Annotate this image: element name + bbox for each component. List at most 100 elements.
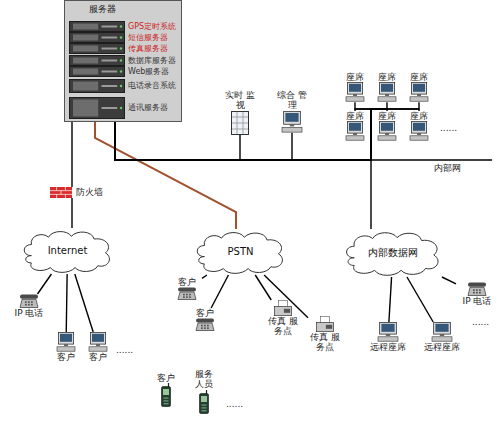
keyboard — [282, 127, 302, 132]
rack-unit: GPS定时系统 — [69, 21, 181, 32]
firewall-brick — [50, 187, 72, 198]
unit-slot — [101, 60, 117, 62]
brick-joint — [65, 194, 66, 198]
phone-key — [189, 294, 191, 296]
device-icon — [69, 43, 125, 54]
keyboard — [378, 136, 396, 140]
device-icon — [161, 383, 171, 407]
node-label: Internet — [48, 245, 88, 257]
node-label: 服务 人员 — [190, 369, 218, 390]
phone-body — [178, 292, 196, 300]
node-label: 服务器 — [65, 1, 181, 14]
network-link — [115, 122, 371, 229]
phone-key — [473, 289, 475, 291]
unit-slot — [101, 85, 117, 87]
network-cloud: Internet — [20, 228, 115, 274]
network-link — [95, 122, 236, 229]
monitor-stand — [385, 133, 389, 135]
node-label: 客户 — [178, 277, 196, 287]
client-phone: 客户 — [190, 308, 220, 331]
device-icon — [19, 294, 39, 308]
client-pc: 客户 — [84, 332, 112, 362]
network-link — [407, 277, 433, 322]
network-link — [71, 122, 72, 187]
keyboard — [410, 97, 428, 101]
ellipsis-mark: ...... — [226, 400, 243, 409]
rack-unit: 通讯服务器 — [69, 97, 181, 119]
ellipsis-mark: ...... — [440, 124, 457, 133]
network-link — [115, 102, 419, 160]
cloud-outline — [197, 233, 282, 274]
monitor-case — [434, 323, 451, 335]
mobile-key — [164, 398, 169, 399]
phone-key — [207, 325, 209, 327]
cloud-outline — [24, 232, 109, 273]
node-label: PSTN — [228, 246, 254, 258]
unit-slot — [101, 26, 117, 28]
keyboard — [410, 136, 428, 140]
node-label: 客户 — [157, 373, 175, 383]
monitor-case — [58, 333, 73, 345]
unit-chassis — [70, 80, 125, 93]
monitor-screen — [413, 84, 425, 92]
node-label: 传真 服务点 — [266, 316, 300, 337]
fax-point: 传真 服务点 — [266, 300, 300, 337]
agent-seat: 座席 — [406, 111, 432, 141]
agent-seat: 座席 — [374, 111, 400, 141]
monitor-screen — [413, 123, 425, 131]
phone-key — [204, 325, 206, 327]
rack-unit: 电话录音系统 — [69, 79, 181, 93]
node-label: 客户 — [57, 352, 75, 362]
phone-key — [31, 304, 33, 306]
monitor-screen — [60, 334, 72, 342]
node-label: 实时 监视 — [222, 90, 258, 111]
device-icon — [69, 97, 125, 119]
panel-grid — [232, 128, 248, 129]
device-icon — [431, 322, 453, 342]
keyboard — [346, 136, 364, 140]
monitor-case — [411, 122, 426, 134]
unit-bay — [73, 35, 98, 41]
unit-bay — [73, 82, 98, 91]
unit-chassis — [70, 56, 125, 66]
unit-bay — [73, 100, 98, 117]
brick-joint — [61, 191, 62, 195]
unit-slot — [101, 48, 117, 50]
monitor-stand — [417, 133, 421, 135]
monitor-case — [380, 323, 397, 335]
fax-panel — [284, 309, 290, 313]
panel-grid — [232, 116, 248, 117]
network-link — [115, 122, 292, 160]
device-icon — [56, 332, 76, 352]
ip-phone: IP 电话 — [8, 294, 50, 318]
unit-bay — [73, 58, 98, 64]
device-icon — [177, 287, 197, 300]
server-rack: 服务器GPS定时系统短信服务器传真服务器数据库服务器Web服务器电话录音系统通讯… — [64, 0, 182, 122]
monitor-screen — [381, 324, 394, 332]
unit-led — [120, 36, 122, 38]
panel-grid — [243, 112, 244, 134]
unit-chassis — [70, 44, 125, 54]
phone-key — [479, 289, 481, 291]
node-label: 通讯服务器 — [128, 103, 168, 112]
phone-key — [204, 328, 206, 330]
device-icon — [50, 187, 72, 198]
monitor-stand — [353, 94, 357, 96]
mobile-screen — [201, 396, 207, 402]
unit-led — [120, 47, 122, 49]
monitor-screen — [381, 123, 393, 131]
node-label: IP 电话 — [15, 308, 44, 318]
node-label: 传真 服务点 — [308, 332, 342, 353]
phone-handset — [196, 319, 214, 323]
brick-joint — [56, 187, 57, 191]
monitor-stand — [385, 94, 389, 96]
monitor-stand — [386, 334, 390, 336]
phone-key — [183, 294, 185, 296]
network-cloud: 内部数据网 — [342, 229, 444, 277]
device-icon — [231, 111, 249, 135]
node-label: Web服务器 — [128, 67, 169, 76]
unit-led — [120, 85, 122, 87]
network-link — [66, 274, 68, 332]
monitor-station: 实时 监视 — [222, 90, 258, 135]
